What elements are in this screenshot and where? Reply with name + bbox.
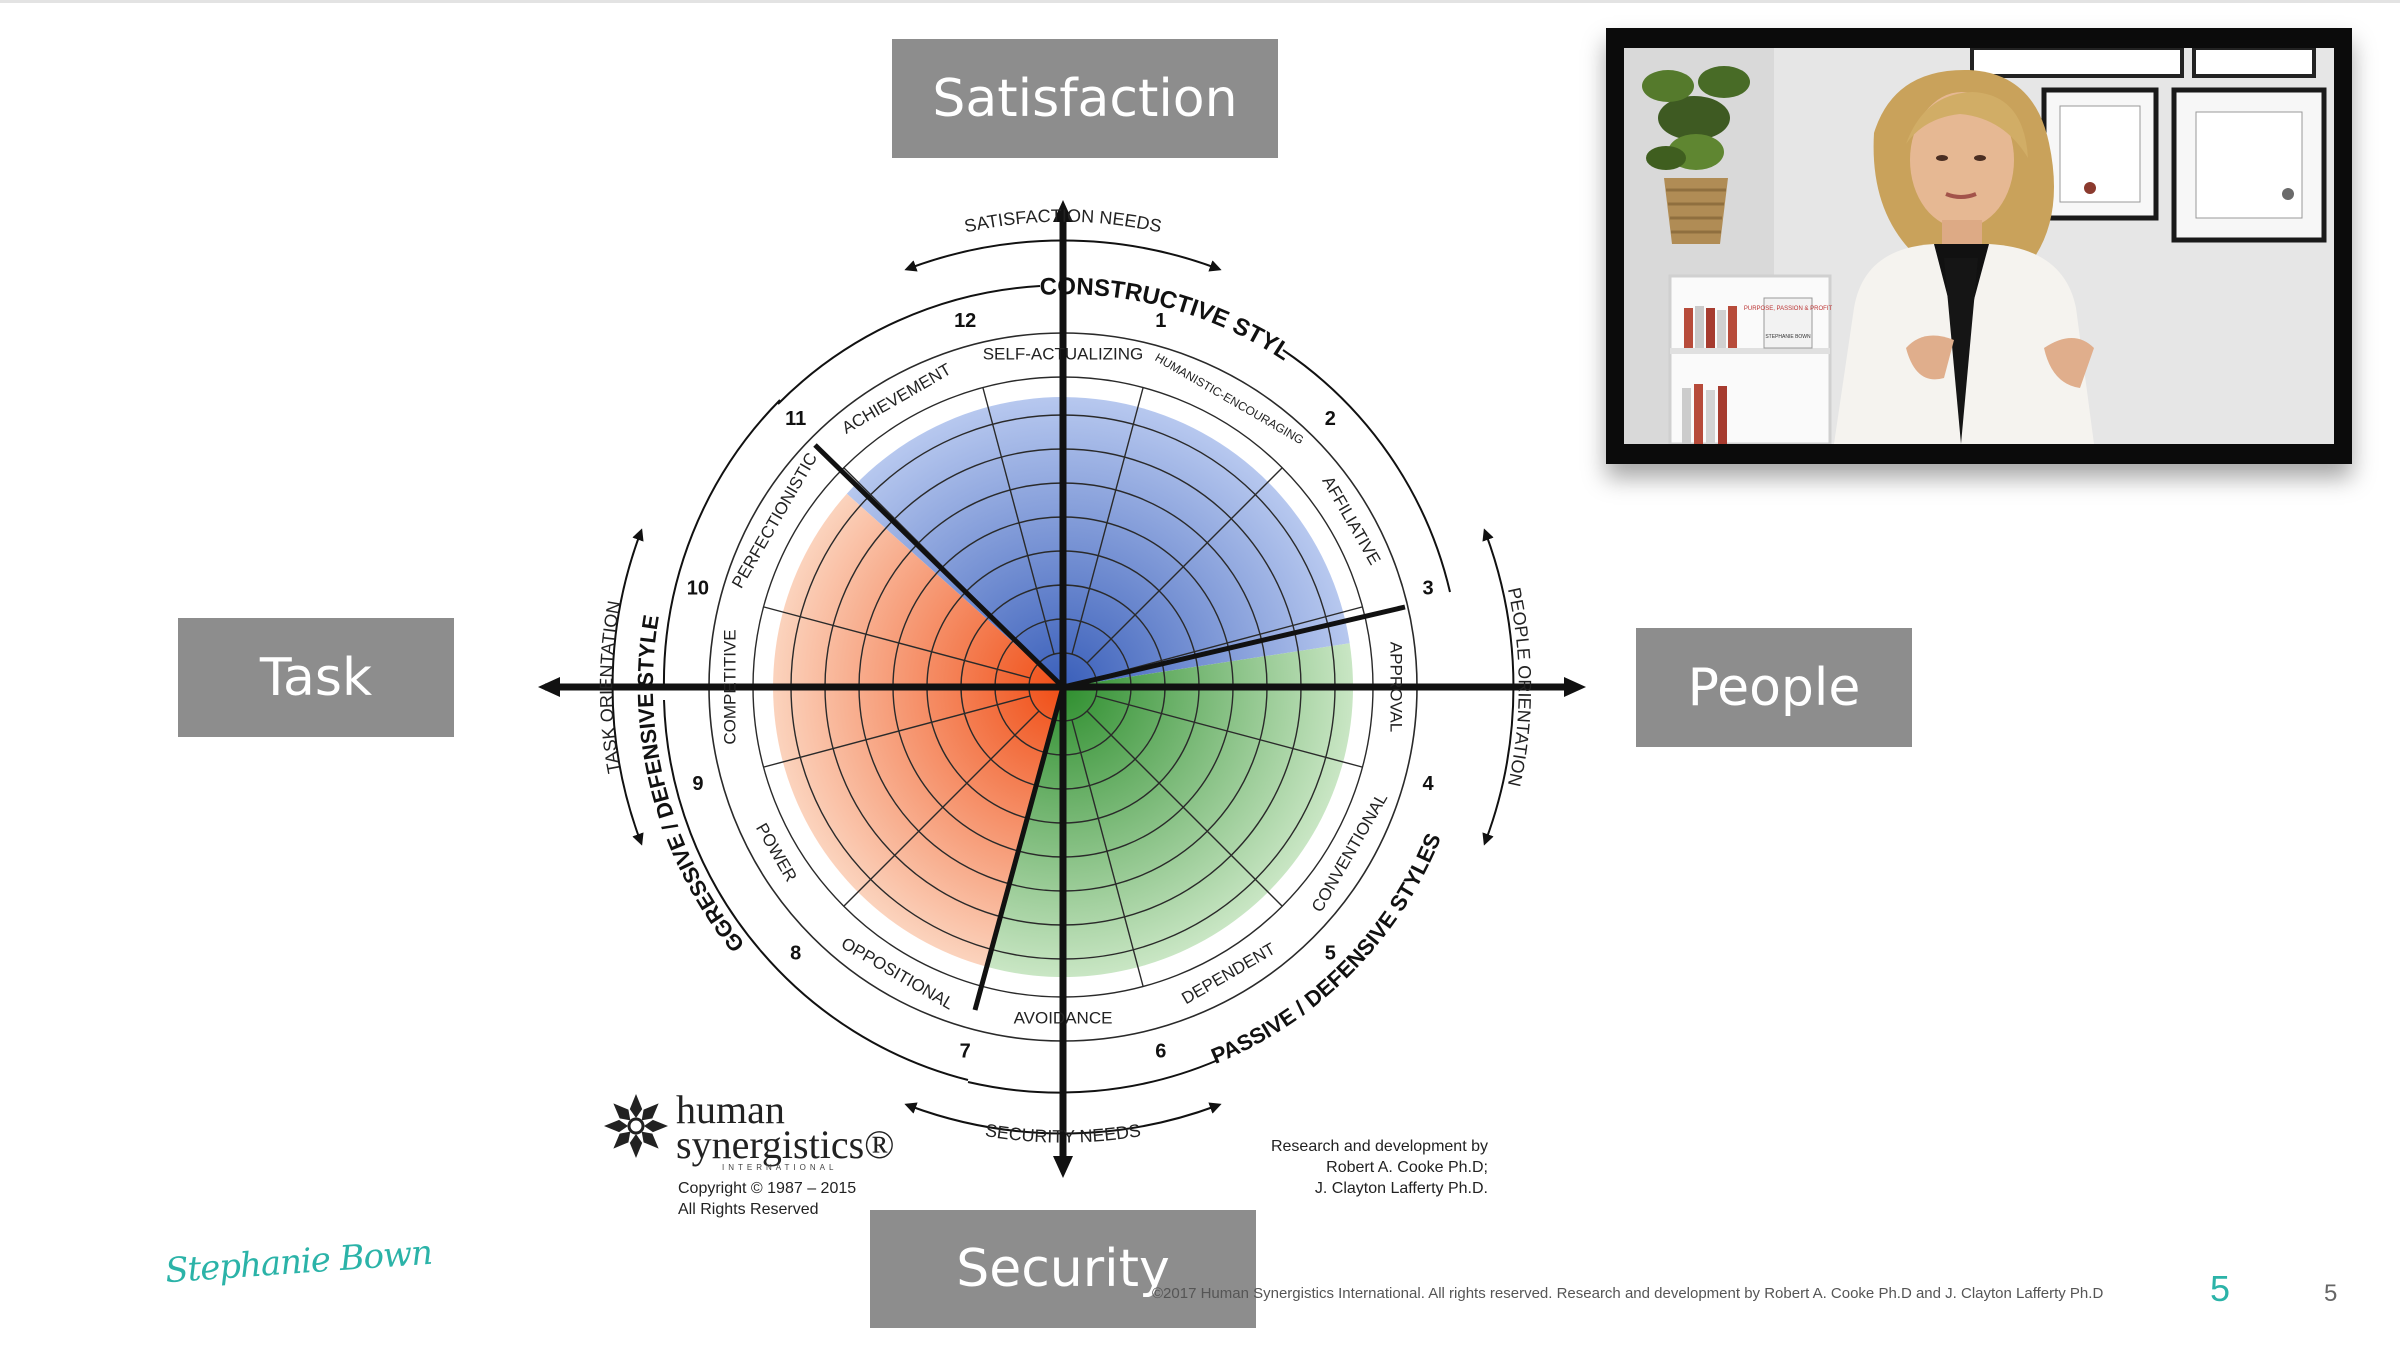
clock-number: 2 [1325, 408, 1336, 430]
style-group-boundaries [813, 443, 1406, 1011]
segment-label-power: POWER [752, 820, 801, 885]
segment-label-self-actualizing: SELF-ACTUALIZING [983, 344, 1144, 363]
clock-number: 9 [692, 773, 703, 795]
segment-label-approval: APPROVAL [1387, 642, 1406, 732]
clock-number: 4 [1423, 773, 1435, 795]
clock-number: 12 [954, 310, 976, 332]
presenter-video-panel[interactable]: PURPOSE, PASSION & PROFIT STEPHANIE BOWN [1606, 28, 2352, 464]
segment-label-affiliative: AFFILIATIVE [1318, 473, 1384, 568]
books-image: PURPOSE, PASSION & PROFIT STEPHANIE BOWN [1682, 297, 1833, 444]
research-line1: Research and development by [1270, 1138, 1488, 1155]
clock-number: 1 [1155, 310, 1166, 332]
book-author: STEPHANIE BOWN [1765, 334, 1811, 340]
security-label-box: Security [870, 1210, 1256, 1328]
people-label: People [1687, 657, 1861, 718]
footer-copyright: ©2017 Human Synergistics International. … [1152, 1285, 2104, 1302]
constructive-styles-label: CONSTRUCTIVE STYLES [0, 0, 1296, 366]
constructive-wedge [846, 397, 1350, 687]
clock-number: 10 [687, 577, 709, 599]
presenter-image [1834, 69, 2094, 444]
presenter-video-frame: PURPOSE, PASSION & PROFIT STEPHANIE BOWN [1624, 48, 2334, 444]
slide-number-large: 5 [2210, 1268, 2231, 1309]
logo-rights: All Rights Reserved [678, 1201, 819, 1218]
clock-number: 5 [1325, 943, 1336, 965]
passive-defensive-wedge [986, 643, 1354, 977]
logo-star-point [613, 1131, 631, 1149]
security-label: Security [956, 1239, 1170, 1299]
logo-star-point [604, 1119, 628, 1133]
research-line3: J. Clayton Lafferty Ph.D. [1314, 1180, 1488, 1197]
clock-number: 8 [790, 943, 801, 965]
clock-number: 6 [1155, 1040, 1166, 1062]
human-synergistics-logo-icon [604, 1094, 668, 1158]
logo-star-point [641, 1131, 659, 1149]
aggressive-defensive-styles-label: AGGRESSIVE / DEFENSIVE STYLES [0, 0, 749, 957]
axes [545, 210, 1578, 1168]
clock-number: 3 [1423, 577, 1434, 599]
logo-copyright: Copyright © 1987 – 2015 [678, 1180, 857, 1197]
clock-number: 11 [785, 408, 806, 430]
plant-image [1642, 66, 1750, 244]
clock-number: 7 [960, 1040, 971, 1062]
logo-star-point [644, 1119, 668, 1133]
logo-star-point [629, 1134, 643, 1158]
logo-name-line1: human [676, 1087, 785, 1132]
segment-label-competitive: COMPETITIVE [720, 629, 739, 744]
people-label-box: People [1636, 628, 1912, 747]
aggressive-defensive-wedge [773, 493, 1063, 967]
slide-number-small: 5 [2324, 1280, 2338, 1307]
task-label-box: Task [178, 618, 454, 737]
presenter-video-image: PURPOSE, PASSION & PROFIT STEPHANIE BOWN [1624, 48, 2334, 444]
segment-label-avoidance: AVOIDANCE [1014, 1008, 1113, 1027]
logo-name-line2: synergistics® [676, 1122, 895, 1167]
research-line2: Robert A. Cooke Ph.D; [1326, 1159, 1488, 1176]
logo-star-point [629, 1094, 643, 1118]
logo-international: INTERNATIONAL [722, 1163, 838, 1172]
satisfaction-label: Satisfaction [932, 68, 1238, 129]
top-border [0, 0, 2400, 3]
satisfaction-label-box: Satisfaction [892, 39, 1278, 158]
task-label: Task [259, 647, 373, 708]
logo-star-point [613, 1103, 631, 1121]
book-title: PURPOSE, PASSION & PROFIT [1744, 306, 1833, 312]
logo-star-point [641, 1103, 659, 1121]
logo-star-center [627, 1117, 645, 1135]
axis-arrowheads [538, 200, 1586, 1178]
